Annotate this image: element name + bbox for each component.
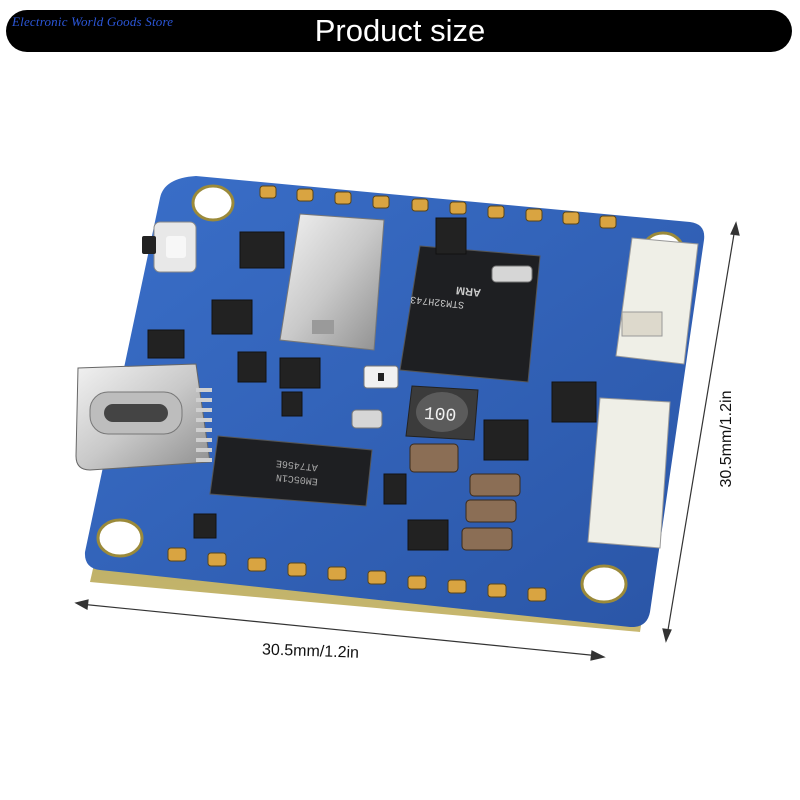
bottom-solder-pads bbox=[167, 547, 547, 602]
mounting-hole bbox=[191, 184, 235, 222]
solder-pad bbox=[449, 201, 467, 215]
solder-pad bbox=[247, 557, 267, 572]
small-chips bbox=[147, 217, 597, 551]
capacitor bbox=[465, 499, 517, 523]
jst-connector-top bbox=[615, 237, 699, 365]
small-chip bbox=[407, 519, 449, 551]
small-chip bbox=[551, 381, 597, 423]
top-solder-pads bbox=[259, 185, 617, 229]
sensor-chip bbox=[363, 365, 399, 389]
mounting-holes bbox=[96, 184, 685, 604]
inductor-label: 100 bbox=[423, 405, 457, 427]
solder-pad bbox=[334, 191, 352, 205]
small-chip bbox=[279, 357, 321, 389]
solder-pad bbox=[447, 579, 467, 594]
solder-pad bbox=[296, 188, 314, 202]
mcu-label-2: ARM bbox=[455, 284, 481, 299]
solder-pad bbox=[372, 195, 390, 209]
solder-pad bbox=[407, 575, 427, 590]
osd-label-2: EM05C1N bbox=[276, 471, 319, 486]
solder-pad bbox=[207, 552, 227, 567]
small-chip bbox=[147, 329, 185, 359]
osd-label-1: AT7456E bbox=[276, 457, 319, 472]
dimension-line-width bbox=[74, 599, 606, 661]
solder-pad bbox=[167, 547, 187, 562]
osd-chip: AT7456E EM05C1N bbox=[209, 435, 373, 507]
jst-connector-bottom bbox=[587, 397, 671, 549]
solder-pad bbox=[562, 211, 580, 225]
capacitor bbox=[469, 473, 521, 497]
mounting-hole bbox=[96, 518, 144, 558]
boot-button bbox=[142, 221, 197, 273]
capacitor bbox=[461, 527, 513, 551]
dimension-line-height bbox=[662, 221, 740, 643]
solder-pad bbox=[487, 583, 507, 598]
small-chip bbox=[193, 513, 217, 539]
title-banner bbox=[6, 10, 792, 52]
solder-pad bbox=[259, 185, 277, 199]
mounting-hole bbox=[580, 564, 628, 604]
small-chip bbox=[383, 473, 407, 505]
solder-pad bbox=[487, 205, 505, 219]
capacitors bbox=[409, 443, 521, 551]
solder-pad bbox=[599, 215, 617, 229]
solder-pad bbox=[527, 587, 547, 602]
crystal-oscillator bbox=[351, 265, 533, 429]
solder-pad bbox=[367, 570, 387, 585]
solder-pad bbox=[411, 198, 429, 212]
solder-pad bbox=[287, 562, 307, 577]
small-chip bbox=[237, 351, 267, 383]
solder-pad bbox=[327, 566, 347, 581]
gyro-shield bbox=[279, 213, 385, 351]
small-chip bbox=[239, 231, 285, 269]
height-dimension-label: 30.5mm/1.2in bbox=[718, 390, 735, 488]
usb-c-connector bbox=[75, 363, 211, 471]
fpc-pins bbox=[196, 388, 212, 462]
small-chip bbox=[281, 391, 303, 417]
solder-pad bbox=[525, 208, 543, 222]
capacitor bbox=[409, 443, 459, 473]
small-chip bbox=[211, 299, 253, 335]
store-watermark: Electronic World Goods Store bbox=[12, 14, 174, 29]
pcb-board bbox=[84, 176, 705, 628]
small-chip bbox=[483, 419, 529, 461]
inductor: 100 bbox=[405, 385, 479, 441]
small-chip bbox=[435, 217, 467, 255]
